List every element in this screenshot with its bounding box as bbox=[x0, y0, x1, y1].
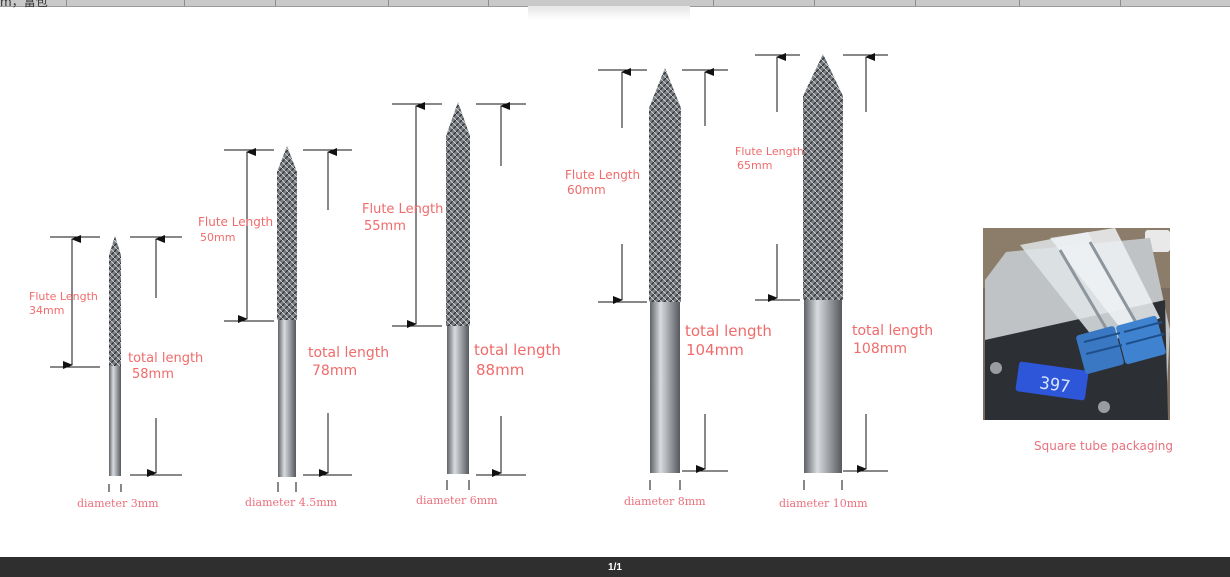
shank bbox=[109, 366, 121, 476]
diameter-label: diameter 10mm bbox=[779, 497, 868, 510]
scale-reading: 397 bbox=[1038, 373, 1071, 397]
total-length-value: 104mm bbox=[686, 341, 744, 359]
flute-section bbox=[109, 236, 121, 366]
flute-length-label: Flute Length bbox=[362, 202, 443, 217]
flute-section bbox=[803, 54, 843, 300]
shank bbox=[650, 302, 680, 473]
total-length-value: 78mm bbox=[312, 363, 357, 379]
image-viewer[interactable]: Flute Length 34mm total length 58mm diam… bbox=[0, 7, 1230, 557]
plastic-tubes bbox=[1020, 228, 1160, 346]
top-cell bbox=[66, 0, 185, 6]
page-indicator: 1/1 bbox=[608, 561, 622, 573]
diameter-label: diameter 4.5mm bbox=[245, 496, 338, 509]
blue-tube-caps bbox=[1076, 315, 1166, 374]
top-cell bbox=[488, 0, 714, 6]
scale-button bbox=[1098, 401, 1110, 413]
total-length-value: 58mm bbox=[132, 367, 174, 382]
packaging-photo: 397 Square tube packaging bbox=[983, 228, 1173, 453]
total-length-label: total length bbox=[128, 351, 203, 366]
top-cell bbox=[915, 0, 1020, 6]
top-cell bbox=[184, 0, 276, 6]
burr-bit-10mm: Flute Length 65mm total length 108mm dia… bbox=[735, 53, 933, 510]
diameter-label: diameter 3mm bbox=[77, 497, 159, 510]
total-length-label: total length bbox=[308, 345, 389, 361]
total-length-value: 88mm bbox=[476, 361, 524, 379]
viewer-footer: 1/1 bbox=[0, 557, 1230, 577]
flute-section bbox=[649, 68, 681, 302]
total-length-value: 108mm bbox=[853, 341, 907, 357]
top-cell bbox=[814, 0, 916, 6]
flute-length-label: Flute Length bbox=[198, 215, 273, 229]
cut-off-title: m，富包 bbox=[0, 0, 48, 9]
diameter-label: diameter 8mm bbox=[624, 495, 706, 508]
product-image: Flute Length 34mm total length 58mm diam… bbox=[29, 53, 1173, 510]
scale-button bbox=[990, 362, 1002, 374]
flute-length-value: 60mm bbox=[567, 183, 606, 197]
shank bbox=[804, 300, 842, 473]
packaging-caption: Square tube packaging bbox=[1034, 439, 1173, 453]
burr-bit-4-5mm: Flute Length 50mm total length 78mm diam… bbox=[198, 146, 389, 509]
top-cell bbox=[1019, 0, 1121, 6]
flute-section bbox=[277, 146, 297, 320]
top-cell bbox=[275, 0, 389, 6]
burr-bit-8mm: Flute Length 60mm total length 104mm dia… bbox=[565, 68, 772, 508]
total-length-label: total length bbox=[852, 323, 933, 339]
burr-bit-3mm: Flute Length 34mm total length 58mm diam… bbox=[29, 235, 203, 510]
flute-length-value: 50mm bbox=[200, 231, 235, 244]
flute-length-label: Flute Length bbox=[735, 145, 804, 158]
browser-top-strip: m，富包 bbox=[0, 0, 1230, 20]
flute-length-label: Flute Length bbox=[29, 290, 98, 303]
total-length-label: total length bbox=[474, 341, 561, 359]
flute-length-value: 34mm bbox=[29, 304, 64, 317]
burr-bit-6mm: Flute Length 55mm total length 88mm diam… bbox=[362, 102, 561, 507]
flute-section bbox=[446, 102, 470, 326]
diameter-label: diameter 6mm bbox=[416, 494, 498, 507]
top-cell bbox=[0, 0, 67, 6]
shank bbox=[447, 326, 469, 474]
shank bbox=[278, 320, 296, 477]
top-cell bbox=[388, 0, 489, 6]
total-length-label: total length bbox=[685, 322, 772, 340]
flute-length-label: Flute Length bbox=[565, 168, 640, 182]
scale-display bbox=[1015, 361, 1089, 401]
flute-length-value: 55mm bbox=[364, 219, 406, 234]
active-tab-fade bbox=[528, 6, 690, 20]
flute-length-value: 65mm bbox=[737, 159, 772, 172]
top-cell bbox=[713, 0, 815, 6]
